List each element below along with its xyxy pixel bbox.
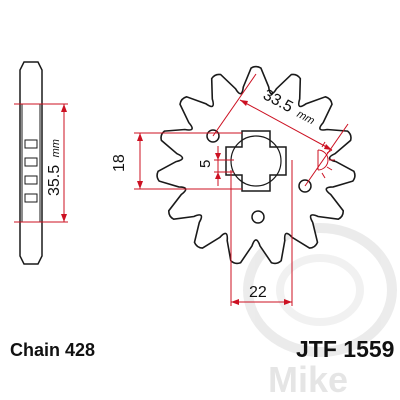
width-value: 22 [249, 284, 267, 301]
splined-bore [225, 130, 287, 192]
side-diameter-dimension: 35.5 mm [14, 103, 68, 223]
svg-text:35.5 mm: 35.5 mm [46, 139, 63, 196]
sprocket-side-view [19, 61, 43, 265]
mounting-hole-lower [251, 210, 265, 224]
sun-rotation-icon [317, 141, 335, 179]
sprocket-front-view [156, 65, 356, 265]
watermark: Mike [243, 223, 397, 400]
height-dimension: 18 [111, 132, 242, 190]
watermark-text: Mike [268, 359, 348, 400]
side-diameter-value: 35.5 [46, 165, 63, 196]
bore-circle [230, 135, 282, 187]
part-number: JTF 1559 [296, 336, 395, 362]
offset-value: 5 [197, 160, 214, 168]
side-diameter-unit: mm [50, 139, 62, 157]
chain-label: Chain 428 [10, 340, 96, 360]
width-dimension: 22 [230, 160, 293, 306]
height-value: 18 [111, 154, 128, 172]
